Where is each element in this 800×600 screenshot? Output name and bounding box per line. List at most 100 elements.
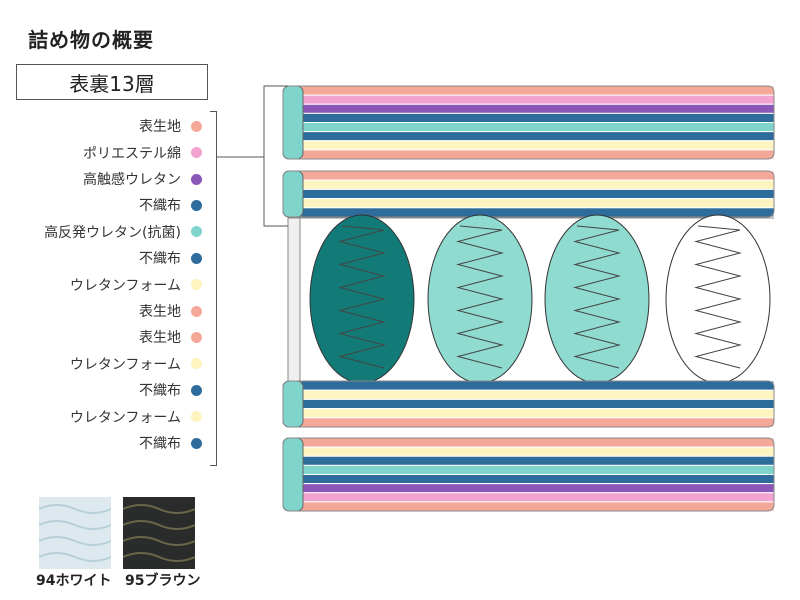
layer-color-dot: [191, 147, 202, 159]
layer-legend-label: ウレタンフォーム: [69, 277, 181, 294]
bottom-panel-stripe: [300, 446, 775, 457]
layer-color-dot: [191, 411, 202, 423]
layer-legend-label: 高反発ウレタン(抗菌): [44, 224, 181, 241]
swatch-brown: [122, 497, 196, 569]
layer-legend-item: 表生地: [139, 298, 211, 325]
bottom-panel-stripe: [300, 437, 775, 448]
layer-legend-label: ウレタンフォーム: [69, 409, 181, 426]
lower-insulator-panel-stripe: [300, 389, 775, 400]
layer-legend-item: ウレタンフォーム: [70, 351, 211, 378]
top-panel-stripe: [300, 140, 775, 151]
layer-color-dot: [191, 437, 202, 449]
upper-insulator-panel-outline: [282, 170, 775, 218]
layer-color-dot: [191, 226, 202, 238]
layer-legend-label: 表生地: [139, 304, 181, 321]
top-panel-stripe: [300, 149, 775, 160]
lower-insulator-panel-stripe: [300, 398, 775, 410]
layer-legend-item: 不織布: [139, 192, 211, 219]
swatch-white-bg: [39, 497, 111, 569]
lower-insulator-panel-stripe: [300, 408, 775, 419]
swatch-white-quilting: [38, 504, 112, 562]
layer-count-box: 表裏13層: [16, 64, 208, 100]
bottom-panel-outline: [282, 437, 775, 512]
layer-legend-item: 高反発ウレタン(抗菌): [44, 219, 211, 246]
layer-color-dot: [191, 173, 202, 185]
bottom-panel-stripe: [300, 492, 775, 503]
layer-legend-item: ウレタンフォーム: [70, 271, 211, 298]
bottom-panel-stripe: [300, 474, 775, 485]
layer-legend-item: ポリエステル綿: [83, 139, 211, 166]
swatch-white: [38, 497, 112, 569]
layer-legend-label: 高触感ウレタン: [83, 172, 181, 189]
layer-legend-item: 不織布: [139, 430, 211, 457]
layer-color-dot: [191, 384, 202, 396]
upper-insulator-panel-stripe: [300, 179, 775, 190]
layer-legend-list: 表生地ポリエステル綿高触感ウレタン不織布高反発ウレタン(抗菌)不織布ウレタンフォ…: [0, 113, 211, 462]
top-panel-stripe: [300, 94, 775, 105]
upper-insulator-panel-edge-cap: [282, 170, 304, 218]
top-panel-stripe: [300, 85, 775, 96]
layer-color-dot: [191, 358, 202, 370]
layer-color-dot: [191, 199, 202, 211]
layer-legend-label: 表生地: [139, 330, 181, 347]
swatch-white-texture: [38, 497, 112, 569]
layer-color-dot: [191, 252, 202, 264]
lower-insulator-panel-outline: [282, 380, 775, 428]
layer-legend-label: ポリエステル綿: [83, 145, 181, 162]
layer-legend-item: ウレタンフォーム: [70, 403, 211, 430]
coil-zigzag: [338, 225, 386, 369]
layer-legend-item: 表生地: [139, 113, 211, 140]
coil-zigzag: [573, 225, 621, 369]
layer-legend-label: 不織布: [139, 251, 181, 268]
layer-legend-item: 高触感ウレタン: [83, 166, 211, 193]
bottom-panel-stripe: [300, 455, 775, 466]
top-panel-stripe: [300, 103, 775, 114]
top-panel-outline: [282, 85, 775, 160]
bottom-panel-stripe: [300, 501, 775, 512]
spring-pocket: [665, 214, 771, 384]
swatch-brown-bg: [123, 497, 195, 569]
layer-legend-item: 不織布: [139, 245, 211, 272]
lower-insulator-panel-edge-cap: [282, 380, 304, 428]
top-panel-stripe: [300, 122, 775, 133]
page-title: 詰め物の概要: [28, 28, 154, 52]
layer-color-dot: [191, 305, 202, 317]
lower-insulator-panel-stripe: [300, 417, 775, 428]
layer-legend-label: 不織布: [139, 436, 181, 453]
upper-insulator-panel-stripe: [300, 207, 775, 218]
bottom-panel-stripe: [300, 464, 775, 475]
spring-pocket: [309, 214, 415, 384]
upper-insulator-panel-stripe: [300, 198, 775, 209]
layer-color-dot: [191, 279, 202, 291]
pocket-coil-spring: [665, 214, 771, 384]
swatch-brown-quilting: [122, 504, 196, 562]
pocket-coil-spring: [309, 214, 415, 384]
swatch-white-label: 94ホワイト: [36, 573, 112, 589]
layer-legend-label: 不織布: [139, 198, 181, 215]
layer-legend-item: 不織布: [139, 377, 211, 404]
legend-bracket: [210, 111, 217, 466]
spring-pocket: [544, 214, 650, 384]
layer-color-dot: [191, 331, 202, 343]
upper-insulator-panel-stripe: [300, 188, 775, 200]
top-panel-stripe: [300, 131, 775, 142]
layer-legend-item: 表生地: [139, 324, 211, 351]
layer-legend-label: 表生地: [139, 119, 181, 136]
swatch-brown-label: 95ブラウン: [125, 573, 201, 589]
coil-zigzag: [694, 225, 742, 369]
lower-insulator-panel-stripe: [300, 380, 775, 391]
top-panel-stripe: [300, 112, 775, 123]
spring-pocket: [427, 214, 533, 384]
bottom-panel-stripe: [300, 483, 775, 494]
upper-insulator-panel-stripe: [300, 170, 775, 181]
pocket-coil-spring: [544, 214, 650, 384]
coil-zigzag: [456, 225, 504, 369]
layer-legend-label: ウレタンフォーム: [69, 356, 181, 373]
layers-bracket: [263, 85, 288, 227]
pocket-coil-spring: [427, 214, 533, 384]
bottom-panel-edge-cap: [282, 437, 304, 512]
layer-count-label: 表裏13層: [69, 71, 155, 96]
spring-frame-side: [287, 217, 301, 382]
layer-legend-label: 不織布: [139, 383, 181, 400]
